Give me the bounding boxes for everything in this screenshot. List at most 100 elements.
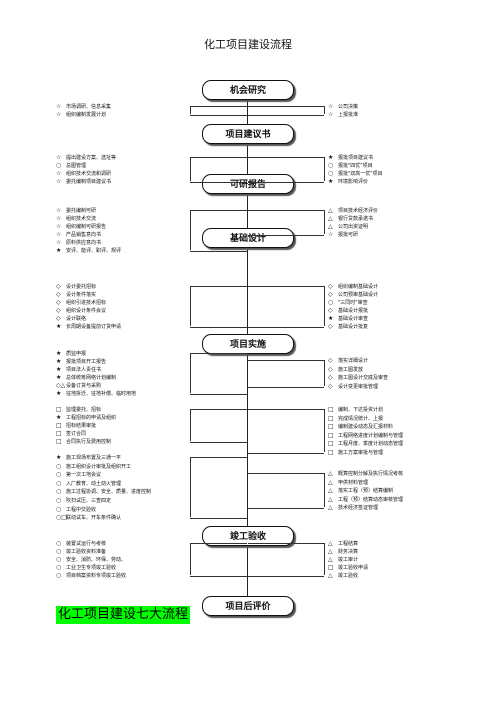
- task-marker-symbol: ◇△: [56, 382, 66, 389]
- task-text: 长周期设备提前订货申请: [66, 324, 122, 330]
- right-task-item: □施工方案审批与管理: [328, 449, 383, 457]
- task-text: 组织技术交流和调研: [66, 171, 112, 177]
- task-text: 设计变更审批管理: [338, 383, 379, 390]
- stage-box: 机会研究: [202, 80, 294, 100]
- task-text: 施工图设计交底及审查: [338, 375, 389, 382]
- right-task-item: ☆上报批准: [328, 111, 358, 119]
- task-marker-symbol: □: [328, 564, 334, 571]
- task-marker-symbol: □: [328, 414, 334, 422]
- task-text: 公司出资证明: [338, 224, 369, 230]
- right-task-item: ◇基础设计批复: [328, 323, 368, 331]
- task-text: 上报批准: [338, 112, 359, 118]
- task-marker-symbol: ☆: [56, 231, 62, 238]
- task-marker-symbol: ★: [56, 366, 62, 373]
- left-task-item: ○施工组织设计审批及组织开工: [56, 463, 131, 471]
- left-task-item: ○总图管理: [56, 162, 86, 170]
- right-task-item: △财务决算: [328, 548, 358, 556]
- right-task-item: △竣工审计: [328, 556, 358, 564]
- left-connector-bracket: [190, 353, 247, 395]
- task-marker-symbol: ★: [56, 390, 62, 397]
- left-task-item: ★报批项目开工报告: [56, 358, 106, 366]
- task-text: 概算控制分解及执行情况考核: [338, 471, 404, 477]
- task-text: 提出建设方案、选址等: [66, 155, 117, 161]
- task-marker-symbol: △: [328, 495, 333, 503]
- left-task-item: ◇设计条件落实: [56, 291, 96, 299]
- right-task-item: △技术经济签证管理: [328, 504, 378, 512]
- right-connector-bracket: [248, 360, 324, 388]
- left-connector-bracket: [190, 210, 247, 252]
- task-text: 装置试运行与考核: [66, 541, 107, 547]
- task-marker-symbol: □: [56, 438, 62, 445]
- left-task-item: ○吹扫试压、三查四定: [56, 497, 111, 505]
- left-task-item: ★征地拆迁、征地补偿、临时用地: [56, 390, 136, 398]
- task-marker-symbol: ◇: [328, 307, 333, 314]
- task-marker-symbol: △: [328, 207, 333, 214]
- task-marker-symbol: △: [328, 487, 333, 495]
- right-task-item: ◇施工图发放: [328, 366, 363, 374]
- task-text: 报批项目建议书: [338, 155, 374, 161]
- right-connector-bracket: [248, 409, 324, 454]
- task-text: 吹扫试压、三查四定: [66, 498, 112, 504]
- task-text: 签订合同: [66, 431, 87, 437]
- left-connector-bracket: [190, 157, 247, 183]
- left-task-item: ☆组织编制发展计划: [56, 111, 106, 119]
- task-marker-symbol: ◇: [56, 299, 61, 306]
- task-marker-symbol: □: [328, 449, 334, 456]
- right-connector-bracket: [248, 210, 324, 236]
- right-task-item: △银行贷款承诺书: [328, 215, 373, 223]
- right-task-item: ○ "三同时"审查: [328, 299, 368, 307]
- task-text: 报批"双高一优"项目: [338, 171, 383, 177]
- right-task-item: ○报批"四优"项目: [328, 162, 373, 170]
- right-connector-bar: [324, 286, 325, 326]
- task-marker-symbol: ☆: [328, 103, 334, 110]
- left-task-item: ★项目法人责任书: [56, 366, 101, 374]
- task-text: 市场调研、信息采集: [66, 104, 112, 110]
- task-marker-symbol: □: [56, 406, 62, 413]
- task-marker-symbol: □: [328, 423, 334, 431]
- right-task-item: □编制、下达投资计划: [328, 406, 383, 414]
- left-connector-bracket: [190, 286, 247, 328]
- left-connector-bracket: [190, 457, 247, 520]
- right-connector-bracket: [248, 473, 324, 510]
- right-task-item: ★报批项目建议书: [328, 154, 373, 162]
- task-text: 工程网络进度计划编制与管理: [338, 432, 404, 439]
- left-connector-bar: [190, 157, 191, 181]
- task-text: 合同执行及费用控制: [66, 439, 112, 445]
- task-marker-symbol: ☆: [56, 207, 62, 214]
- task-text: 竣工审计: [338, 557, 359, 563]
- task-text: 总体统筹网络计划编制: [66, 375, 117, 381]
- task-text: "三同时"审查: [338, 300, 368, 306]
- task-text: 施工过程协调、安全、质量、进度控制: [66, 489, 152, 496]
- task-marker-symbol: ◇: [328, 323, 333, 330]
- task-text: 工业卫生专项竣工验收: [66, 565, 117, 571]
- right-task-item: △竣工验收: [328, 572, 358, 580]
- left-connector-bar: [190, 210, 191, 250]
- task-text: 竣工验收: [338, 573, 359, 579]
- task-marker-symbol: ○: [56, 479, 62, 487]
- task-marker-symbol: ☆: [56, 178, 62, 185]
- task-text: 报批项目开工报告: [66, 359, 107, 365]
- task-marker-symbol: □: [328, 406, 334, 413]
- task-marker-symbol: ○: [56, 564, 62, 571]
- left-connector-bar: [190, 543, 191, 575]
- task-marker-symbol: △: [328, 478, 333, 486]
- task-text: 设计委托招标: [66, 284, 97, 290]
- left-task-item: ○入厂教育、动土动火管理: [56, 480, 121, 488]
- task-text: 产品销售意向书: [66, 232, 102, 238]
- left-task-item: ★质监申报: [56, 350, 86, 358]
- task-marker-symbol: ○: [328, 299, 334, 306]
- left-task-item: ★长周期设备提前订货申请: [56, 323, 121, 331]
- left-task-item: ★安评、能评、职评、规评: [56, 247, 121, 255]
- task-text: 设计条件落实: [66, 292, 97, 298]
- task-text: 技术经济签证管理: [338, 505, 379, 512]
- left-task-item: ☆委托编制项目建议书: [56, 178, 111, 186]
- task-marker-symbol: ○: [56, 556, 62, 563]
- left-task-item: ◇设计联络: [56, 315, 86, 323]
- left-task-item: ★总体统筹网络计划编制: [56, 374, 116, 382]
- right-task-item: □工程月度、季度计划动态管理: [328, 440, 403, 448]
- right-task-item: ★基础设计审查: [328, 315, 368, 323]
- left-task-item: ◇△设备订货与采购: [56, 382, 101, 390]
- task-text: 报批"四优"项目: [338, 163, 373, 169]
- task-marker-symbol: ★: [56, 454, 62, 461]
- left-task-item: ◇组织设计条件会议: [56, 307, 106, 315]
